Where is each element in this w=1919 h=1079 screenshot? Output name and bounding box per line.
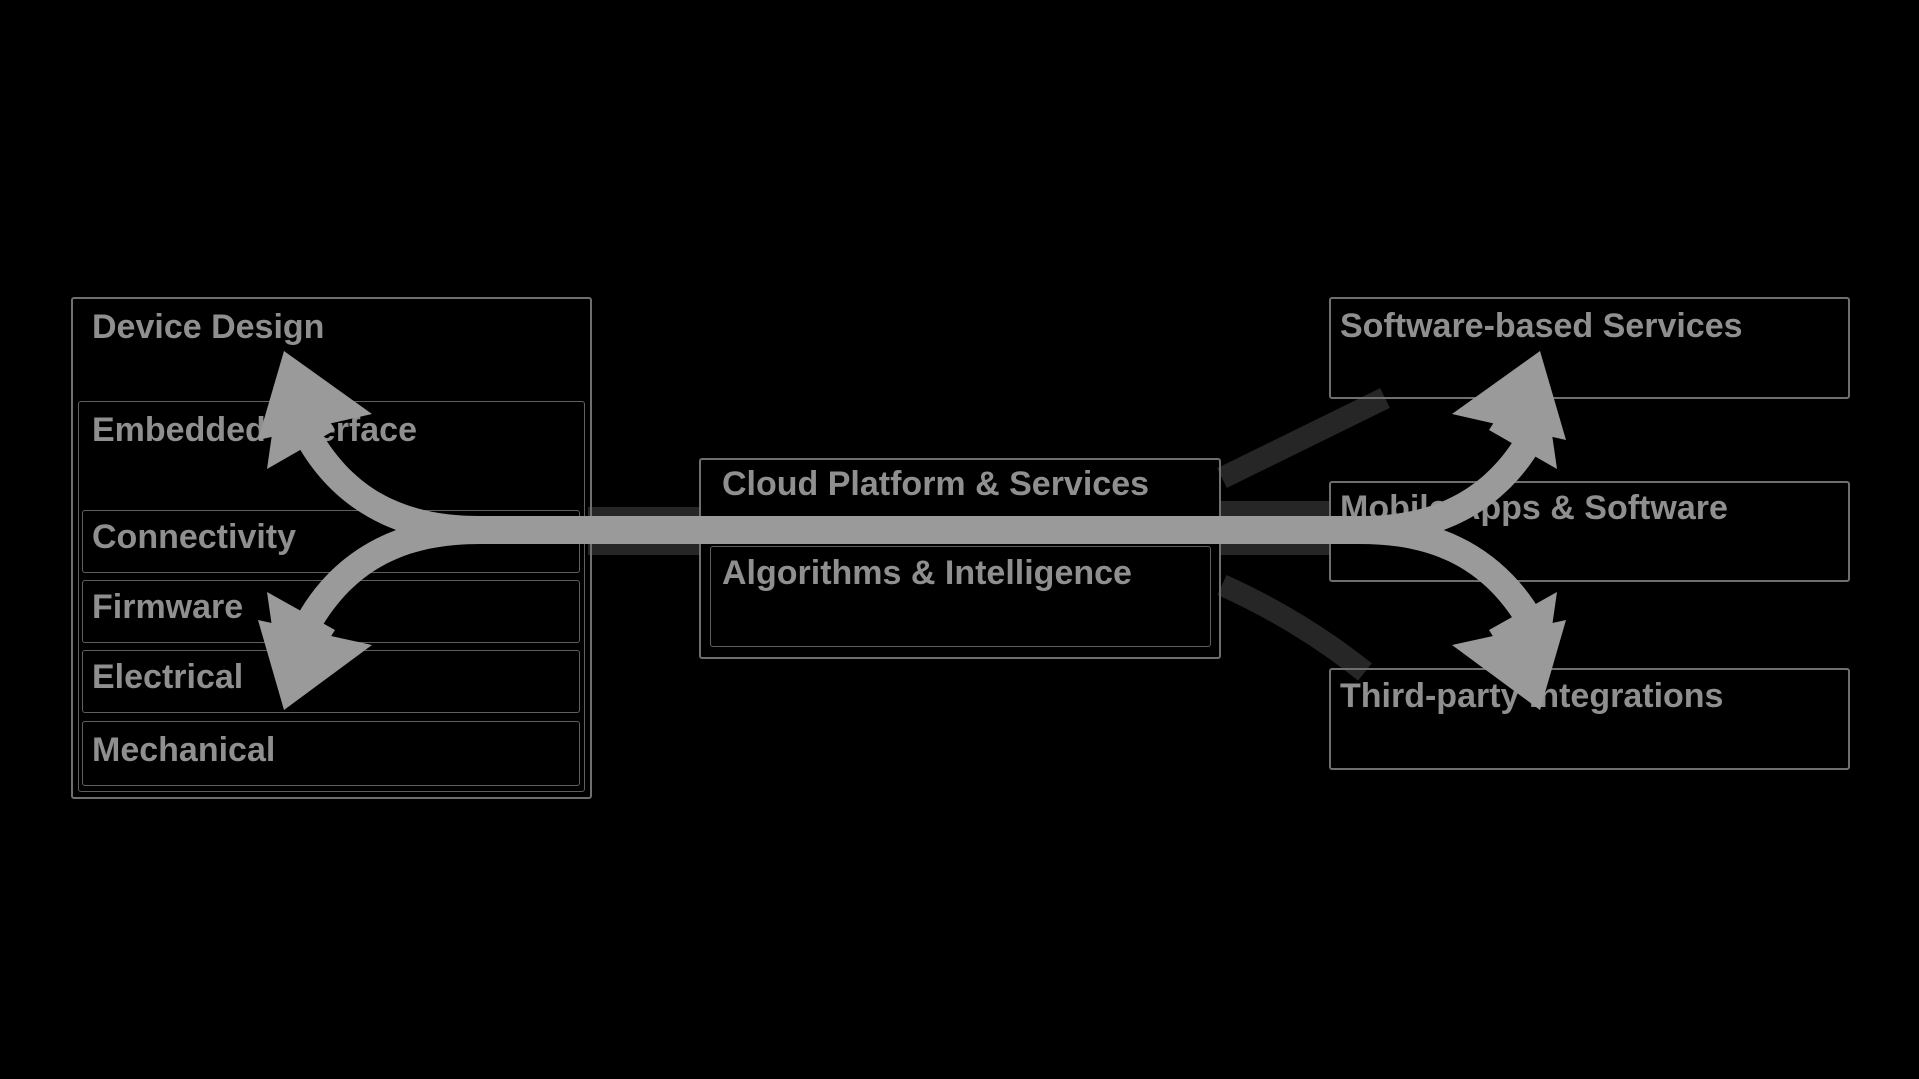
connector-cloud-to-software-services <box>1217 388 1390 488</box>
cloud-platform-box <box>699 458 1221 659</box>
algorithms-intelligence-label: Algorithms & Intelligence <box>722 554 1132 592</box>
electrical-label: Electrical <box>92 658 244 696</box>
mechanical-label: Mechanical <box>92 731 276 769</box>
algorithms-intelligence-box <box>710 546 1211 647</box>
firmware-label: Firmware <box>92 588 244 626</box>
connector-cloud-to-third-party <box>1217 574 1372 681</box>
embedded-interface-label: Embedded Interface <box>92 411 417 449</box>
mobile-apps-label: Mobile Apps & Software <box>1340 489 1728 527</box>
device-design-box <box>71 297 592 799</box>
connectivity-label: Connectivity <box>92 518 297 556</box>
software-services-box <box>1329 297 1850 399</box>
mechanical-layer <box>82 721 580 786</box>
cloud-platform-title: Cloud Platform & Services <box>722 465 1150 503</box>
software-services-label: Software-based Services <box>1340 307 1743 345</box>
third-party-label: Third-party Integrations <box>1340 677 1724 715</box>
third-party-box <box>1329 668 1850 770</box>
device-design-title: Device Design <box>92 308 325 346</box>
